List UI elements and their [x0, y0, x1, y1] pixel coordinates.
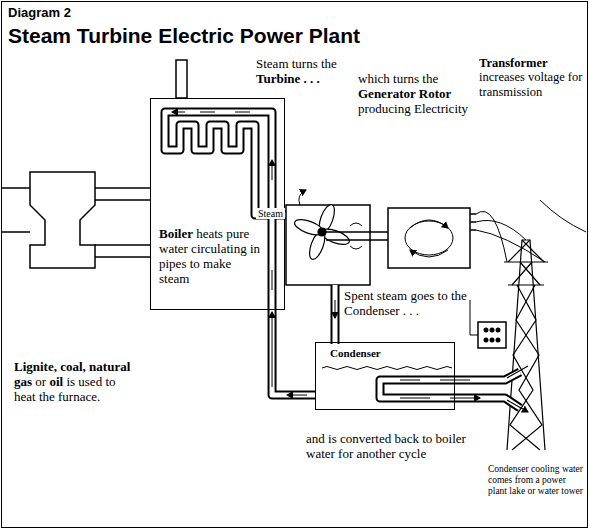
label-text: Steam	[256, 208, 285, 219]
pipe-label: Steam	[256, 208, 296, 220]
label-text: Transformer	[479, 56, 548, 70]
generator	[326, 208, 476, 268]
transformer	[470, 300, 506, 348]
label-text: Generator Rotor	[358, 86, 451, 101]
transmission-tower	[504, 240, 548, 450]
label-text: Spent steam goes to the Condenser . . .	[344, 288, 467, 318]
annotation: and is converted back to boiler water fo…	[306, 432, 484, 462]
annotation: Steam turns the Turbine . . .	[256, 57, 354, 87]
diagram-title: Steam Turbine Electric Power Plant	[8, 24, 360, 48]
annotation: Diagram 2	[8, 6, 128, 21]
label-text: Steam turns the	[256, 56, 337, 71]
label-text: and is converted back to boiler water fo…	[306, 431, 466, 461]
furnace-hopper	[2, 172, 150, 268]
node-label: Condenser	[330, 347, 381, 359]
label-text: which turns the	[358, 71, 438, 86]
label-text: oil	[49, 374, 63, 389]
label-text: producing Electricity	[358, 101, 468, 116]
annotation: Condenser cooling water comes from a pow…	[488, 464, 583, 497]
annotation: Transformer increases voltage for transm…	[479, 56, 585, 99]
turbine	[286, 190, 370, 285]
label-text: or	[35, 374, 46, 389]
annotation: which turns the Generator Rotor producin…	[358, 72, 476, 117]
label-text: Condenser cooling water comes from a pow…	[488, 464, 583, 496]
label-text: Diagram 2	[8, 5, 71, 20]
annotation: Spent steam goes to the Condenser . . .	[344, 289, 472, 319]
condenser-box: Condenser	[315, 342, 455, 410]
water-surface	[322, 367, 452, 370]
node-text: Condenser	[330, 347, 446, 360]
annotation: Lignite, coal, natural gas or oil is use…	[14, 360, 136, 405]
label-text: increases voltage for transmission	[479, 70, 582, 98]
cooling-coil	[380, 366, 528, 412]
label-text: Turbine . . .	[256, 71, 320, 86]
chimney	[176, 60, 187, 98]
spent-steam-pipe	[335, 285, 336, 346]
return-pipe	[268, 310, 315, 399]
boiler-box: Boiler heats pure water circulating in p…	[150, 98, 285, 310]
node-label: Boiler	[159, 226, 193, 241]
node-text: Boiler heats pure water circulating in p…	[159, 227, 264, 287]
